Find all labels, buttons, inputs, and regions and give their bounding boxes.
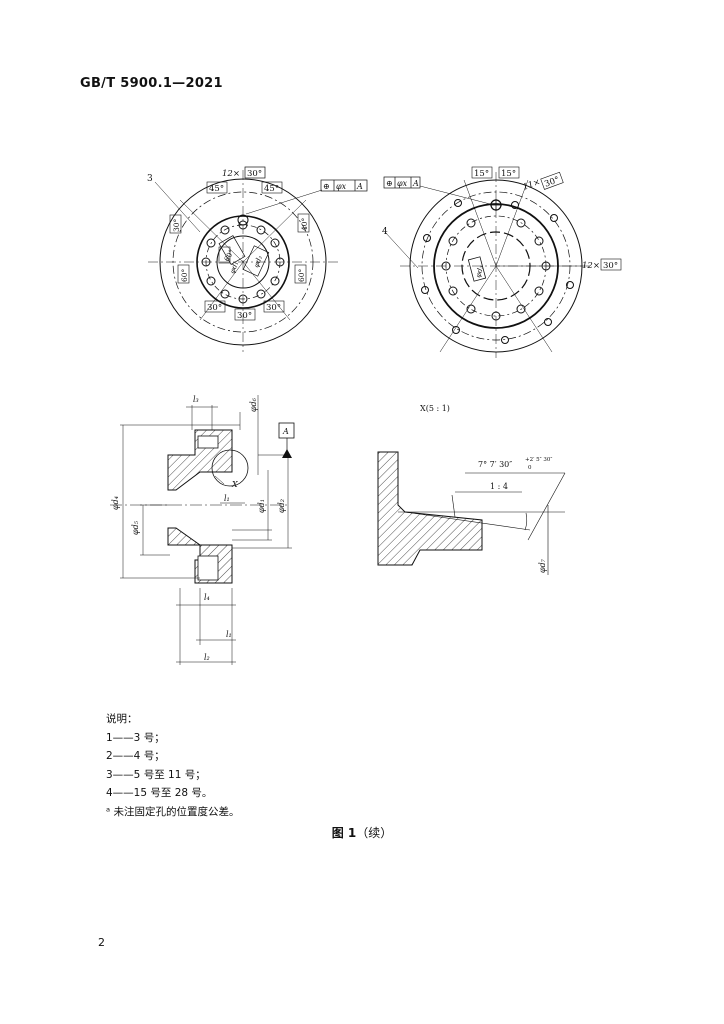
angle-label: 40°: [300, 217, 309, 231]
detail-title: X(5 : 1): [420, 404, 450, 413]
right-hole-pattern-label: 12×: [582, 261, 600, 271]
dim-l4: l₄: [204, 593, 210, 602]
tolerance-value: φx: [336, 182, 347, 191]
detail-ref-x: X: [231, 480, 238, 489]
angle-label: 45°: [264, 184, 279, 194]
dim-l3: l₃: [193, 395, 199, 404]
detail-angle-tol-lower: 0: [528, 465, 532, 471]
detail-taper: 1 : 4: [490, 482, 508, 491]
detail-view-x: [377, 451, 566, 575]
left-angle-labels: 45° 45° 30° 60° 60° 30° 30° 30° 60° 40°: [169, 181, 310, 321]
section-view: [110, 395, 295, 665]
bolt-holes: [201, 220, 285, 304]
angle-label: 60°: [223, 248, 236, 263]
dim-l1: l₁: [226, 630, 232, 639]
angle-label: 30°: [207, 303, 222, 313]
detail-angle-tol-upper: +2′ 5″ 30″: [525, 457, 552, 463]
position-symbol: ⊕: [323, 182, 330, 191]
top-hole-pattern-angle: 30°: [543, 175, 561, 190]
angle-label: 60°: [180, 268, 189, 282]
standard-code: GB/T 5900.1—2021: [80, 76, 223, 91]
callout-3: 3: [147, 174, 153, 184]
datum-ref: A: [356, 182, 363, 191]
dim-d2: φd₂: [277, 499, 286, 513]
angle-label: 45°: [209, 184, 224, 194]
page-number: 2: [98, 936, 105, 949]
dim-d6: φd₆: [249, 397, 258, 412]
hole-pattern-angle: 30°: [247, 169, 262, 179]
datum-ref: A: [412, 179, 419, 188]
hole-pattern-label: 12×: [222, 169, 240, 179]
right-hole-pattern-angle: 30°: [603, 261, 618, 271]
right-tolerance-frame: ⊕ φx A: [383, 176, 421, 189]
top-hole-pattern-label: 11×: [522, 177, 542, 193]
dim-d5: φd₅: [131, 520, 140, 535]
dim-d1: φd₁: [257, 499, 266, 513]
inner-dim-d2: φd₂: [252, 254, 264, 268]
left-flange-view: [148, 170, 338, 352]
angle-label: 30°: [172, 218, 181, 232]
datum-a-label: A: [282, 427, 289, 436]
dim-d4: φd₄: [111, 496, 120, 510]
angle-label: 15°: [474, 169, 489, 179]
dim-l2: l₂: [204, 653, 210, 662]
figure-caption-suffix: （续）: [356, 826, 393, 840]
legend-footnote: ᵃ 未注固定孔的位置度公差。: [106, 805, 240, 818]
figure-legend: 说明： 1——3 号； 2——4 号； 3——5 号至 11 号； 4——15 …: [106, 710, 239, 821]
detail-angle: 7° 7′ 30″: [478, 460, 512, 469]
callout-4: 4: [382, 227, 388, 237]
inner-dim-d3: φd₃: [474, 264, 485, 278]
legend-title: 说明：: [106, 713, 138, 725]
bolt-holes: [421, 199, 574, 344]
hole-pattern-angle-frame: 30°: [244, 166, 266, 179]
technical-figure: 3 12× 30° ⊕ φx A 45° 45° 30° 60° 60° 30°…: [110, 166, 622, 665]
figure-number: 图 1: [331, 826, 357, 840]
inner-dim-d1: φd₁: [228, 260, 240, 274]
tolerance-value: φx: [397, 179, 408, 188]
figure-caption: 图 1（续）: [0, 824, 724, 841]
position-symbol: ⊕: [386, 179, 393, 188]
left-tolerance-frame: ⊕ φx A: [320, 179, 368, 192]
legend-item-1: 1——3 号；: [106, 731, 165, 744]
legend-item-4: 4——15 号至 28 号。: [106, 787, 213, 799]
angle-label: 30°: [266, 303, 281, 313]
angle-label: 30°: [237, 311, 252, 321]
right-flange-view: [384, 172, 590, 358]
legend-item-3: 3——5 号至 11 号；: [106, 768, 206, 781]
detail-dim-d7: φd₇: [538, 558, 547, 573]
angle-label: 60°: [297, 268, 306, 282]
legend-item-2: 2——4 号；: [106, 750, 165, 762]
dim-l1-inner: l₁: [224, 494, 230, 503]
angle-label: 15°: [501, 169, 516, 179]
